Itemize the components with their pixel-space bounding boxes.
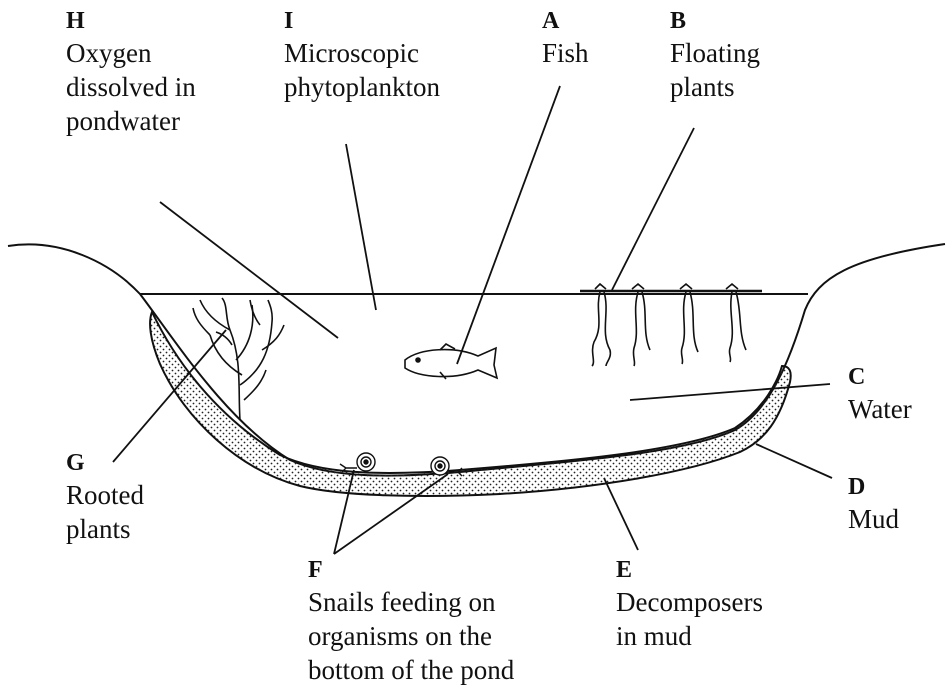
floating-plants: [580, 284, 762, 366]
label-a: A Fish: [542, 6, 589, 70]
fish: [405, 344, 497, 379]
label-e: E Decomposers in mud: [616, 555, 763, 653]
label-g-letter: G: [66, 448, 144, 478]
label-d-letter: D: [848, 472, 899, 502]
label-f-text: Snails feeding on organisms on the botto…: [308, 585, 514, 687]
label-i: I Microscopic phytoplankton: [284, 6, 440, 104]
leader-line-d: [756, 444, 832, 478]
leader-line-b: [612, 128, 694, 290]
label-e-text: Decomposers in mud: [616, 585, 763, 653]
label-f: F Snails feeding on organisms on the bot…: [308, 555, 514, 687]
label-b-text: Floating plants: [670, 36, 760, 104]
label-c: C Water: [848, 362, 912, 426]
leader-line-i: [346, 144, 376, 310]
label-a-letter: A: [542, 6, 589, 36]
label-i-text: Microscopic phytoplankton: [284, 36, 440, 104]
leader-line-c: [630, 384, 830, 400]
label-c-text: Water: [848, 392, 912, 426]
label-b-letter: B: [670, 6, 760, 36]
label-i-letter: I: [284, 6, 440, 36]
label-f-letter: F: [308, 555, 514, 585]
label-d: D Mud: [848, 472, 899, 536]
label-h-letter: H: [66, 6, 196, 36]
label-a-text: Fish: [542, 36, 589, 70]
label-b: B Floating plants: [670, 6, 760, 104]
label-h: H Oxygen dissolved in pondwater: [66, 6, 196, 138]
label-h-text: Oxygen dissolved in pondwater: [66, 36, 196, 138]
leader-line-e: [604, 478, 638, 550]
label-c-letter: C: [848, 362, 912, 392]
leader-line-a: [457, 86, 560, 364]
label-g: G Rooted plants: [66, 448, 144, 546]
leader-line-h: [160, 202, 338, 338]
label-d-text: Mud: [848, 502, 899, 536]
label-e-letter: E: [616, 555, 763, 585]
label-g-text: Rooted plants: [66, 478, 144, 546]
